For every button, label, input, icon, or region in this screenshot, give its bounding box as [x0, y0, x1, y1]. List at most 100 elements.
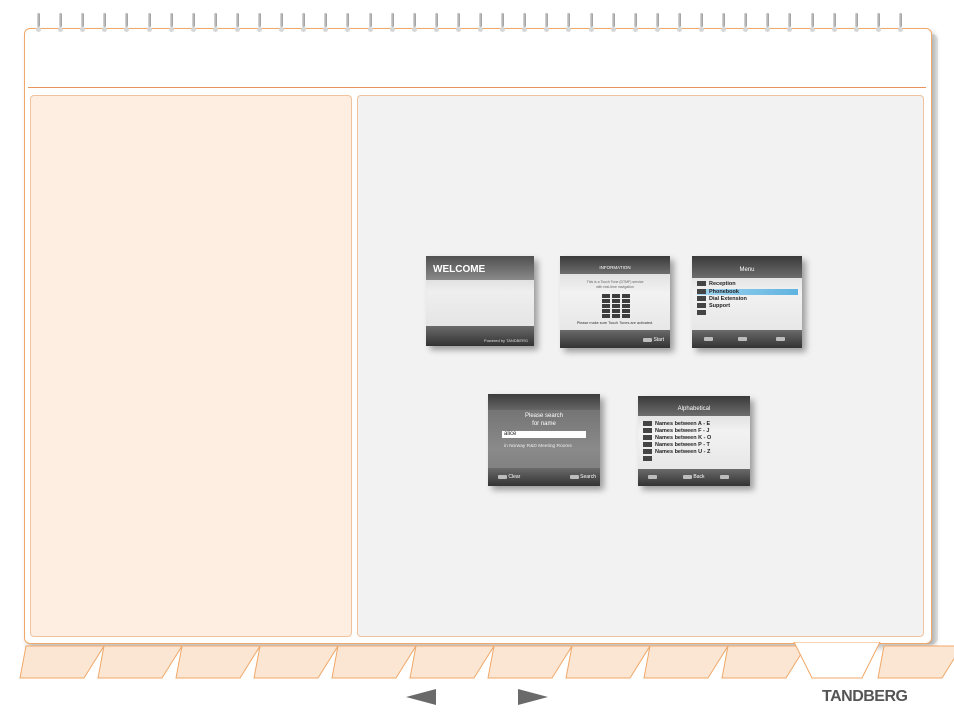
chapter-tab[interactable] — [721, 645, 807, 679]
binder-rings — [36, 13, 916, 37]
information-title: INFORMATION — [599, 265, 631, 270]
binder-ring — [36, 13, 41, 35]
left-text-panel — [30, 95, 352, 637]
chapter-tab[interactable] — [877, 645, 954, 679]
menu-screen: Menu Reception Phonebook Dial Extension … — [692, 256, 802, 348]
binder-ring — [102, 13, 108, 35]
binder-ring — [765, 13, 771, 35]
left-arrow-icon[interactable] — [404, 688, 436, 706]
alphabetical-key-icon — [648, 475, 657, 479]
binder-ring — [389, 13, 395, 35]
alphabetical-item[interactable]: Names between U - Z — [643, 449, 710, 455]
search-location: in Norway R&D Meeting Rooms — [504, 444, 572, 449]
binder-ring — [566, 13, 572, 35]
clear-key-icon — [498, 474, 507, 479]
search-input[interactable]: alice — [502, 431, 586, 438]
binder-ring — [654, 13, 660, 35]
alphabetical-item[interactable]: Names between K - O — [643, 435, 711, 441]
search-key-icon — [569, 474, 579, 479]
search-footer: Clear Search — [488, 468, 600, 486]
binder-ring — [234, 13, 240, 35]
search-prompt-line1: Please search — [524, 413, 564, 419]
binder-ring — [743, 13, 749, 35]
alphabetical-header: Alphabetical — [638, 396, 750, 416]
binder-ring — [875, 13, 881, 35]
search-button[interactable]: Search — [580, 474, 596, 480]
dtmf-keypad-icon — [602, 294, 632, 318]
alphabetical-key-icon — [720, 475, 729, 479]
chapter-tab[interactable] — [175, 645, 261, 679]
menu-key-icon — [776, 337, 785, 341]
clear-button[interactable]: Clear — [508, 474, 521, 480]
binder-ring — [323, 13, 329, 35]
menu-item[interactable]: Phonebook — [697, 289, 739, 295]
keypad-key — [612, 314, 620, 318]
information-screen: INFORMATION This is a Touch Tone (DTMF) … — [560, 256, 670, 348]
alphabetical-item[interactable]: Names between A - E — [643, 421, 710, 427]
back-key-icon — [683, 474, 692, 479]
binder-ring — [455, 13, 461, 35]
alphabetical-footer: Back — [638, 469, 750, 486]
binder-ring — [212, 13, 218, 35]
binder-ring — [279, 13, 285, 35]
binder-ring — [522, 13, 528, 35]
alphabetical-item[interactable] — [643, 456, 655, 462]
chapter-tab[interactable] — [253, 645, 339, 679]
information-header: INFORMATION — [560, 256, 670, 274]
start-label[interactable]: Start — [653, 337, 664, 343]
keypad-key — [622, 309, 630, 313]
chapter-tab[interactable] — [409, 645, 495, 679]
chapter-tab[interactable] — [643, 645, 729, 679]
binder-ring — [544, 13, 550, 35]
binder-ring — [588, 13, 594, 35]
chapter-tabs — [19, 642, 954, 679]
menu-key-icon — [738, 337, 747, 341]
binder-ring — [676, 13, 682, 35]
chapter-tab[interactable] — [331, 645, 417, 679]
keypad-key — [612, 294, 620, 298]
menu-title: Menu — [739, 267, 755, 273]
welcome-footer-band: Powered by TANDBERG — [426, 326, 534, 346]
chapter-tab[interactable] — [97, 645, 183, 679]
back-button[interactable]: Back — [693, 474, 705, 480]
information-footer: Start — [560, 330, 670, 348]
binder-ring — [124, 13, 130, 35]
right-arrow-icon[interactable] — [518, 688, 550, 706]
search-header-band — [488, 394, 600, 410]
menu-footer — [692, 330, 802, 348]
keypad-key — [612, 309, 620, 313]
menu-selection-bar — [697, 289, 798, 295]
binder-ring — [632, 13, 638, 35]
menu-header: Menu — [692, 256, 802, 278]
menu-item[interactable]: Dial Extension — [697, 296, 747, 302]
chapter-tab-active[interactable] — [793, 642, 881, 679]
menu-item[interactable] — [697, 310, 709, 316]
binder-ring — [301, 13, 307, 35]
chapter-tab[interactable] — [487, 645, 573, 679]
alphabetical-screen: Alphabetical Names between A - E Names b… — [638, 396, 750, 486]
binder-ring — [478, 13, 483, 35]
alphabetical-item[interactable]: Names between P - T — [643, 442, 710, 448]
information-note: Please make sure Touch Tones are activat… — [576, 321, 654, 325]
menu-item[interactable]: Support — [697, 303, 730, 309]
alphabetical-item[interactable]: Names between F - J — [643, 428, 709, 434]
keypad-key — [612, 299, 620, 303]
menu-item[interactable]: Reception — [697, 281, 736, 287]
binder-ring — [190, 13, 196, 35]
binder-ring — [853, 13, 859, 35]
binder-ring — [345, 13, 351, 35]
start-key-icon — [643, 337, 653, 342]
binder-ring — [787, 13, 793, 35]
tandberg-logo: TANDBERG — [822, 688, 908, 705]
binder-ring — [897, 13, 903, 35]
chapter-tab[interactable] — [565, 645, 651, 679]
binder-ring — [433, 13, 439, 35]
chapter-tab[interactable] — [19, 645, 105, 679]
keypad-key — [612, 304, 620, 308]
binder-ring — [146, 13, 152, 35]
binder-ring — [411, 13, 417, 35]
welcome-title: WELCOME — [433, 264, 486, 275]
welcome-footer-text: Powered by TANDBERG — [483, 338, 528, 343]
keypad-key — [602, 304, 610, 308]
keypad-key — [602, 309, 610, 313]
